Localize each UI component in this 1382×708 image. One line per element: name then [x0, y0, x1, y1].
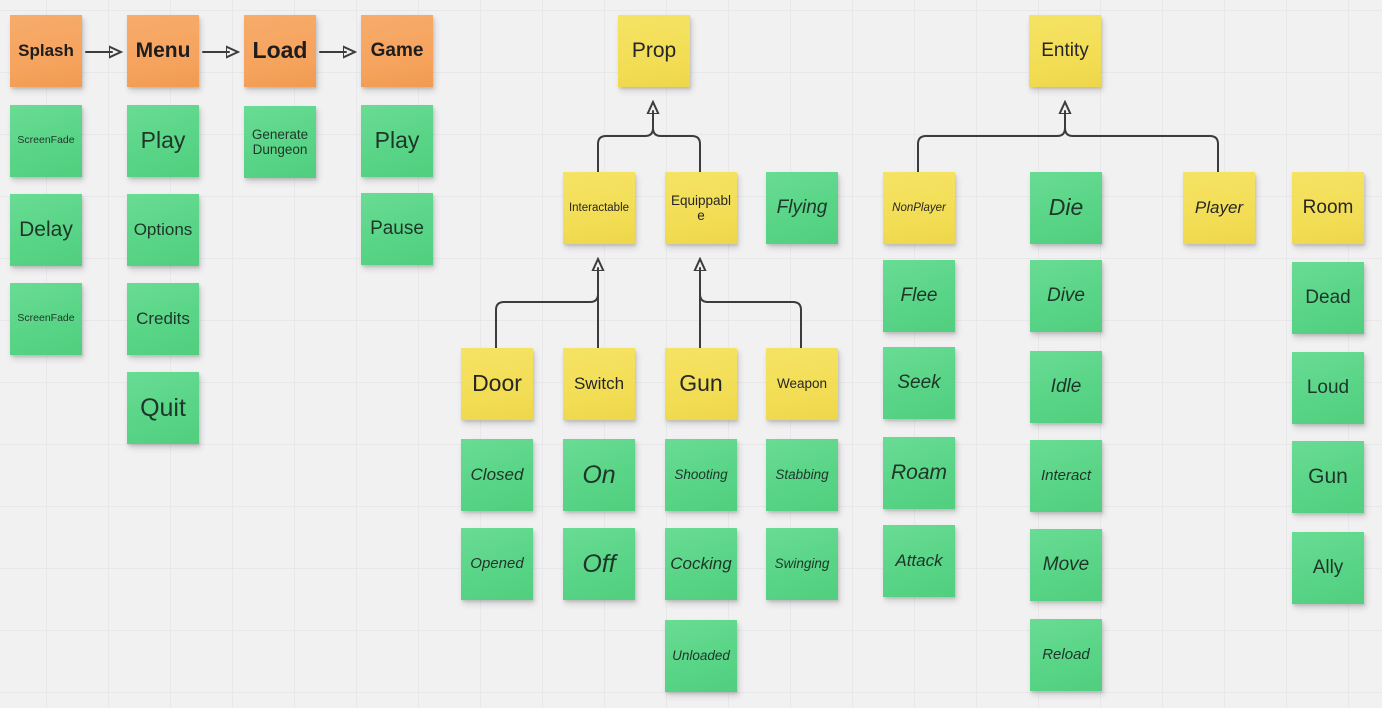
note-load[interactable]: Load — [244, 15, 316, 87]
note-reload[interactable]: Reload — [1030, 619, 1102, 691]
note-ally[interactable]: Ally — [1292, 532, 1364, 604]
connector-interactable-prop — [597, 127, 654, 173]
note-weapon[interactable]: Weapon — [766, 348, 838, 420]
note-pause[interactable]: Pause — [361, 193, 433, 265]
note-delay[interactable]: Delay — [10, 194, 82, 266]
note-cocking[interactable]: Cocking — [665, 528, 737, 600]
note-roam[interactable]: Roam — [883, 437, 955, 509]
note-prop[interactable]: Prop — [618, 15, 690, 87]
note-room-gun[interactable]: Gun — [1292, 441, 1364, 513]
note-die[interactable]: Die — [1030, 172, 1102, 244]
note-interact[interactable]: Interact — [1030, 440, 1102, 512]
note-unloaded[interactable]: Unloaded — [665, 620, 737, 692]
note-screenfade-1[interactable]: ScreenFade — [10, 105, 82, 177]
note-interactable[interactable]: Interactable — [563, 172, 635, 244]
note-opened[interactable]: Opened — [461, 528, 533, 600]
note-options[interactable]: Options — [127, 194, 199, 266]
note-on[interactable]: On — [563, 439, 635, 511]
note-off[interactable]: Off — [563, 528, 635, 600]
note-menu[interactable]: Menu — [127, 15, 199, 87]
note-quit[interactable]: Quit — [127, 372, 199, 444]
connector-door-interactable — [495, 293, 599, 349]
note-idle[interactable]: Idle — [1030, 351, 1102, 423]
note-game-play[interactable]: Play — [361, 105, 433, 177]
note-swinging[interactable]: Swinging — [766, 528, 838, 600]
connector-nonplayer-entity — [917, 127, 1066, 173]
note-closed[interactable]: Closed — [461, 439, 533, 511]
note-switch[interactable]: Switch — [563, 348, 635, 420]
note-equippable[interactable]: Equippable — [665, 172, 737, 244]
note-dead[interactable]: Dead — [1292, 262, 1364, 334]
connector-equippable-prop — [652, 127, 701, 173]
note-attack[interactable]: Attack — [883, 525, 955, 597]
note-dive[interactable]: Dive — [1030, 260, 1102, 332]
connector-player-entity — [1064, 127, 1219, 173]
note-door[interactable]: Door — [461, 348, 533, 420]
note-splash[interactable]: Splash — [10, 15, 82, 87]
note-menu-play[interactable]: Play — [127, 105, 199, 177]
note-player[interactable]: Player — [1183, 172, 1255, 244]
note-stabbing[interactable]: Stabbing — [766, 439, 838, 511]
note-move[interactable]: Move — [1030, 529, 1102, 601]
note-room[interactable]: Room — [1292, 172, 1364, 244]
note-screenfade-2[interactable]: ScreenFade — [10, 283, 82, 355]
note-gun[interactable]: Gun — [665, 348, 737, 420]
note-game[interactable]: Game — [361, 15, 433, 87]
note-flee[interactable]: Flee — [883, 260, 955, 332]
note-shooting[interactable]: Shooting — [665, 439, 737, 511]
note-credits[interactable]: Credits — [127, 283, 199, 355]
note-nonplayer[interactable]: NonPlayer — [883, 172, 955, 244]
note-loud[interactable]: Loud — [1292, 352, 1364, 424]
note-flying[interactable]: Flying — [766, 172, 838, 244]
note-seek[interactable]: Seek — [883, 347, 955, 419]
note-generate-dungeon[interactable]: Generate Dungeon — [244, 106, 316, 178]
connector-weapon-equippable — [699, 293, 802, 349]
note-entity[interactable]: Entity — [1029, 15, 1101, 87]
